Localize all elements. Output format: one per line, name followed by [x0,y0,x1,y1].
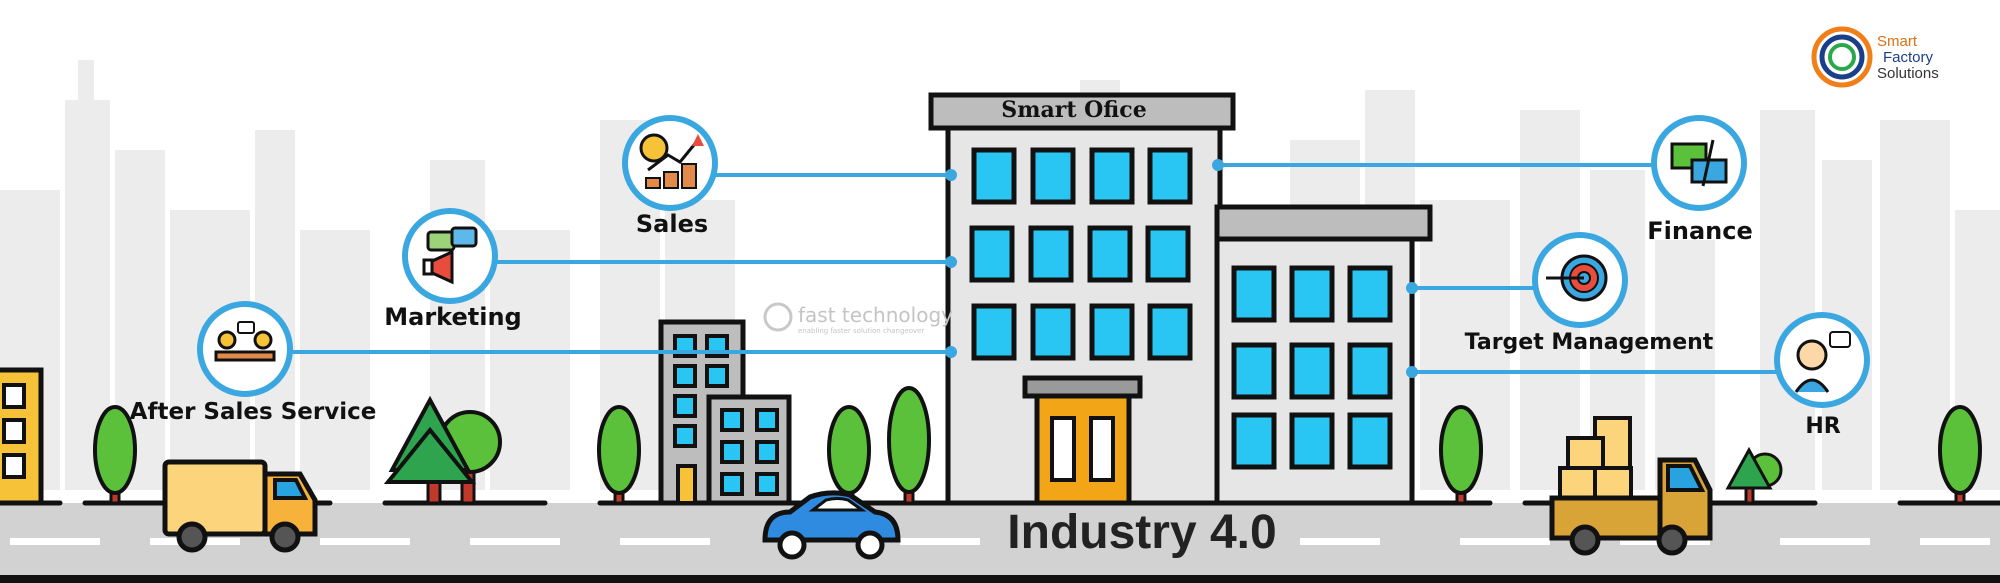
apartment-building [658,319,792,506]
tree-1 [93,405,137,505]
company-logo [1811,26,1873,88]
tree-5 [1439,405,1483,505]
watermark-logo [763,302,793,332]
sales-label: Sales [635,210,709,238]
tree-2 [597,405,641,505]
delivery-truck [162,459,318,553]
tree-6 [1938,405,1982,505]
tree-3 [827,405,871,505]
cargo-truck [1549,416,1713,556]
after-sales-label: After Sales Service [129,399,377,425]
hr-icon [1774,312,1870,408]
finance-icon [1651,115,1747,211]
sales-icon [622,115,718,211]
left-edge-building [0,367,44,506]
office-sign: Smart Ofice [1001,97,1147,123]
marketing-icon [402,208,498,304]
after-sales-icon [197,301,293,397]
logo-line-3: Solutions [1877,65,1939,82]
tree-4 [887,386,931,505]
city-skyline [0,60,2000,490]
finance-label: Finance [1647,217,1753,245]
target-icon [1532,232,1628,328]
blue-car [762,490,901,560]
hr-label: HR [1805,414,1841,439]
logo-line-2: Factory [1883,49,1934,66]
industry-title: Industry 4.0 [1007,506,1277,559]
logo-line-1: Smart [1877,33,1918,50]
watermark: fast technology enabling faster solution… [798,303,953,335]
smart-office-building [928,92,1433,506]
tree-small-right [1725,446,1783,505]
logo-text: Smart Factory Solutions [1877,34,1939,82]
marketing-label: Marketing [384,303,522,331]
target-management-label: Target Management [1464,330,1714,355]
tree-group-left [383,395,502,505]
watermark-name: fast technology [798,303,953,327]
watermark-tagline: enabling faster solution changeover [798,327,925,335]
connector-lines [292,159,1777,378]
